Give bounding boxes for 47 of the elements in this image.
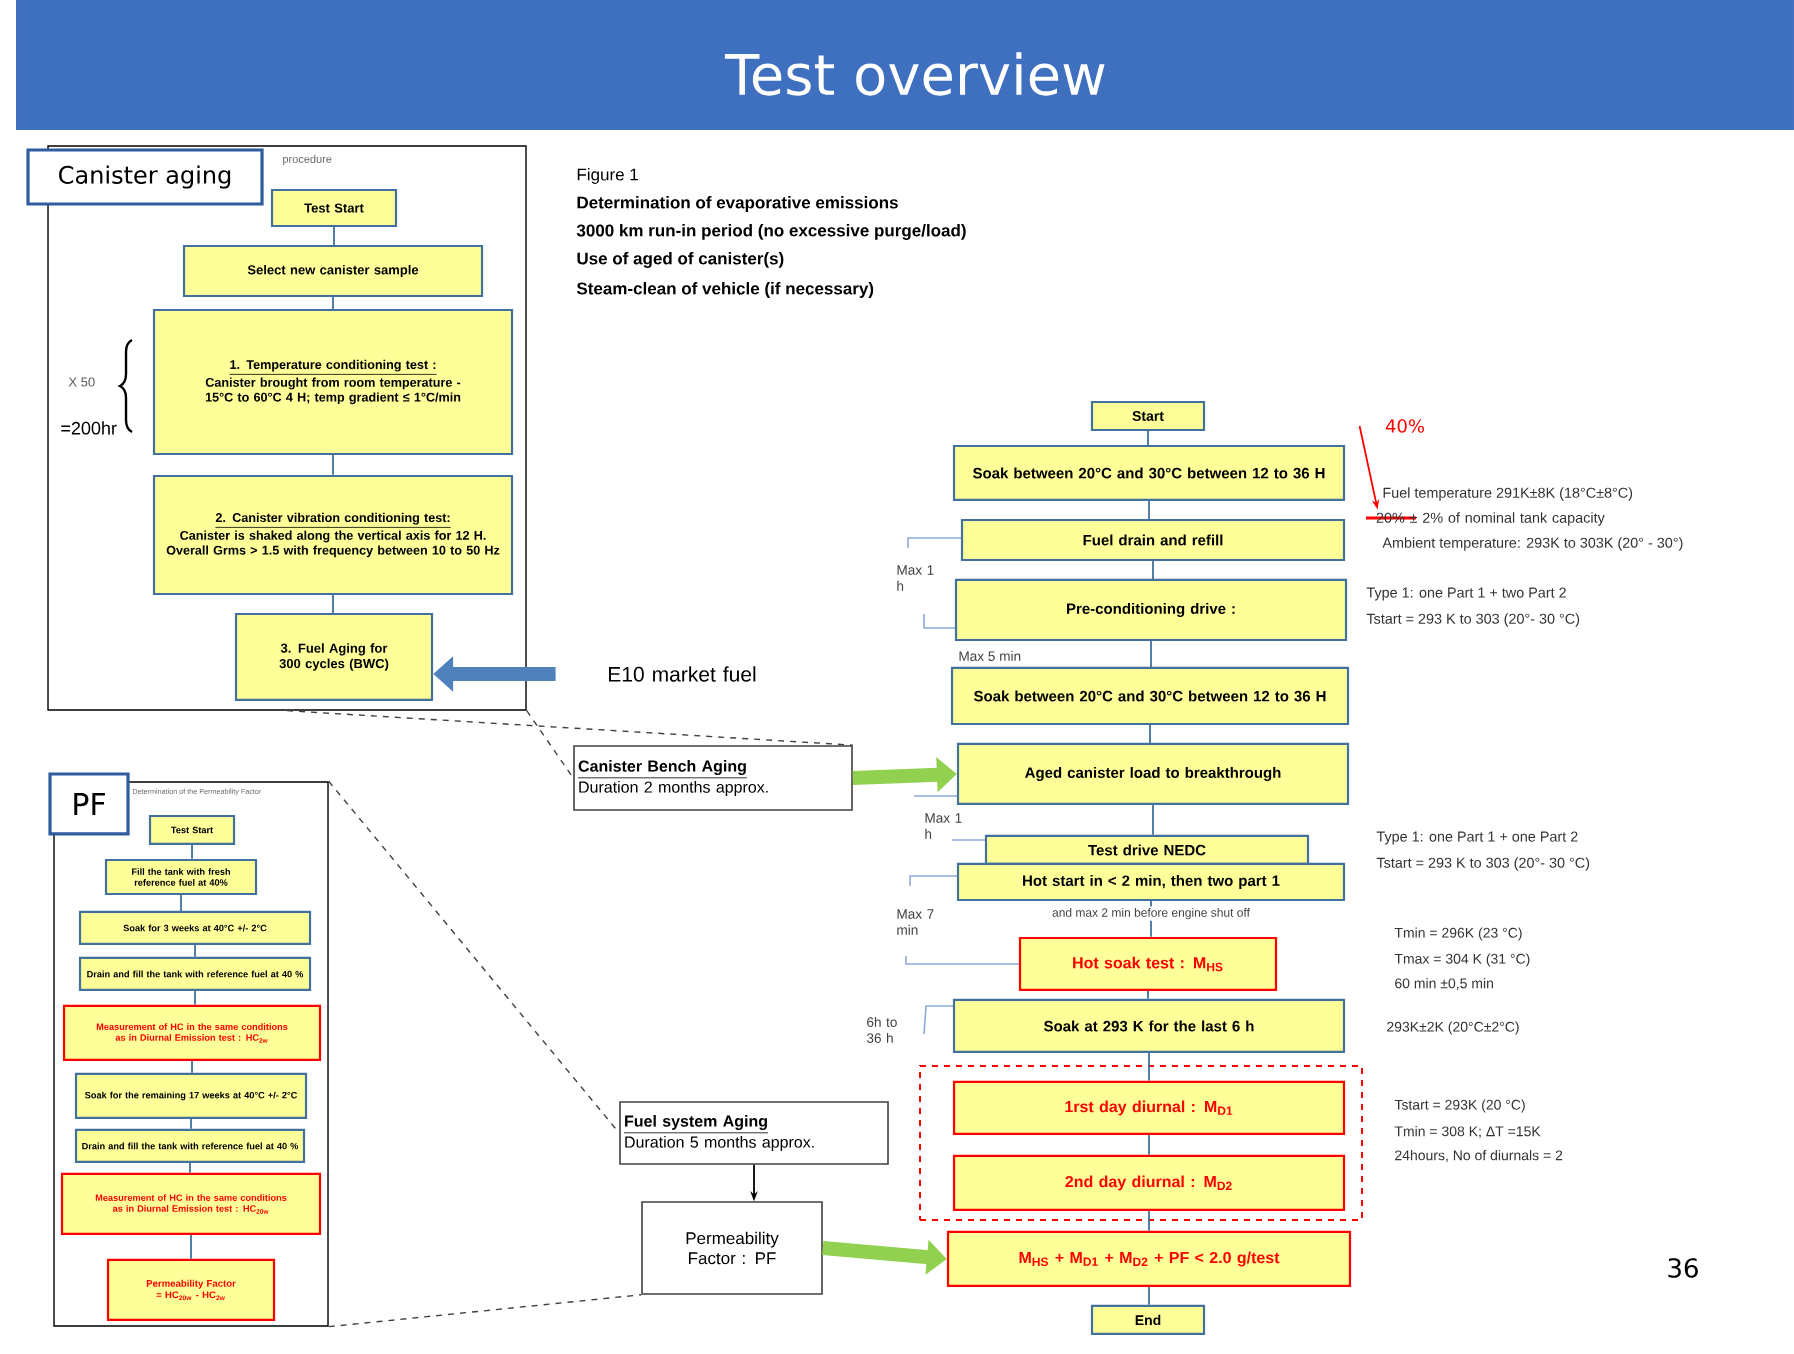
connector-line bbox=[1148, 1052, 1150, 1082]
info-box: Canister Bench Aging Duration 2 months approx. bbox=[573, 745, 853, 811]
connector-line bbox=[332, 454, 334, 476]
leader-line bbox=[526, 709, 574, 779]
measurement-box: Hot soak test : M$_{HS}$ bbox=[1018, 936, 1278, 992]
connector-line bbox=[1148, 500, 1150, 520]
figure-note: Steam-clean of vehicle (if necessary) bbox=[576, 282, 874, 298]
figure-note: Use of aged of canister(s) bbox=[577, 252, 784, 268]
leader-line bbox=[286, 709, 854, 746]
measurement-box: 2nd day diurnal : M$_{D2}$ bbox=[952, 1154, 1346, 1212]
connector-line bbox=[1152, 560, 1154, 580]
connector-line bbox=[332, 594, 334, 614]
connector-line bbox=[1147, 430, 1149, 446]
info-box: Permeability Factor : PF bbox=[641, 1201, 823, 1295]
connector-line bbox=[194, 944, 196, 958]
connector-line bbox=[194, 990, 196, 1006]
connector-line bbox=[332, 296, 334, 310]
callout-text: E10 market fuel bbox=[609, 666, 756, 682]
connector-line bbox=[1147, 990, 1149, 1000]
tag-label: Canister aging bbox=[26, 148, 264, 206]
figure-note: Figure 1 bbox=[577, 168, 638, 184]
connector-line bbox=[1150, 640, 1152, 668]
page-number: 36 bbox=[1668, 1258, 1698, 1278]
connector-line bbox=[1148, 1134, 1150, 1156]
leader-line bbox=[328, 1294, 642, 1328]
dashed-group-frame bbox=[919, 1064, 1363, 1221]
connector-line bbox=[191, 1060, 193, 1074]
callout-text: 40% bbox=[1385, 419, 1424, 433]
figure-note: Determination of evaporative emissions bbox=[577, 196, 898, 212]
info-box: Fuel system Aging Duration 5 months approx. bbox=[619, 1101, 889, 1165]
connector-line bbox=[333, 226, 335, 246]
measurement-box: 1rst day diurnal : M$_{D1}$ bbox=[952, 1080, 1346, 1136]
figure-note: 3000 km run-in period (no excessive purge/load) bbox=[576, 224, 966, 240]
connector-line bbox=[180, 894, 182, 912]
connector-line bbox=[190, 1234, 192, 1260]
connector-line bbox=[1148, 1286, 1150, 1306]
connector-line bbox=[190, 1118, 192, 1130]
repeat-label: =200hr bbox=[61, 421, 117, 435]
connector-line bbox=[191, 844, 193, 860]
connector-line bbox=[1152, 804, 1154, 836]
leader-line bbox=[328, 780, 620, 1134]
measurement-box: M$_{HS}$ + M$_{D1}$ + M$_{D2}$ + PF < 2.0 g/test bbox=[946, 1230, 1352, 1288]
connector-line bbox=[1148, 1210, 1150, 1232]
title-band: Test overview bbox=[16, 0, 1794, 130]
connector-line bbox=[1149, 724, 1151, 744]
tag-label: PF bbox=[48, 772, 130, 836]
connector-line bbox=[189, 1162, 191, 1174]
